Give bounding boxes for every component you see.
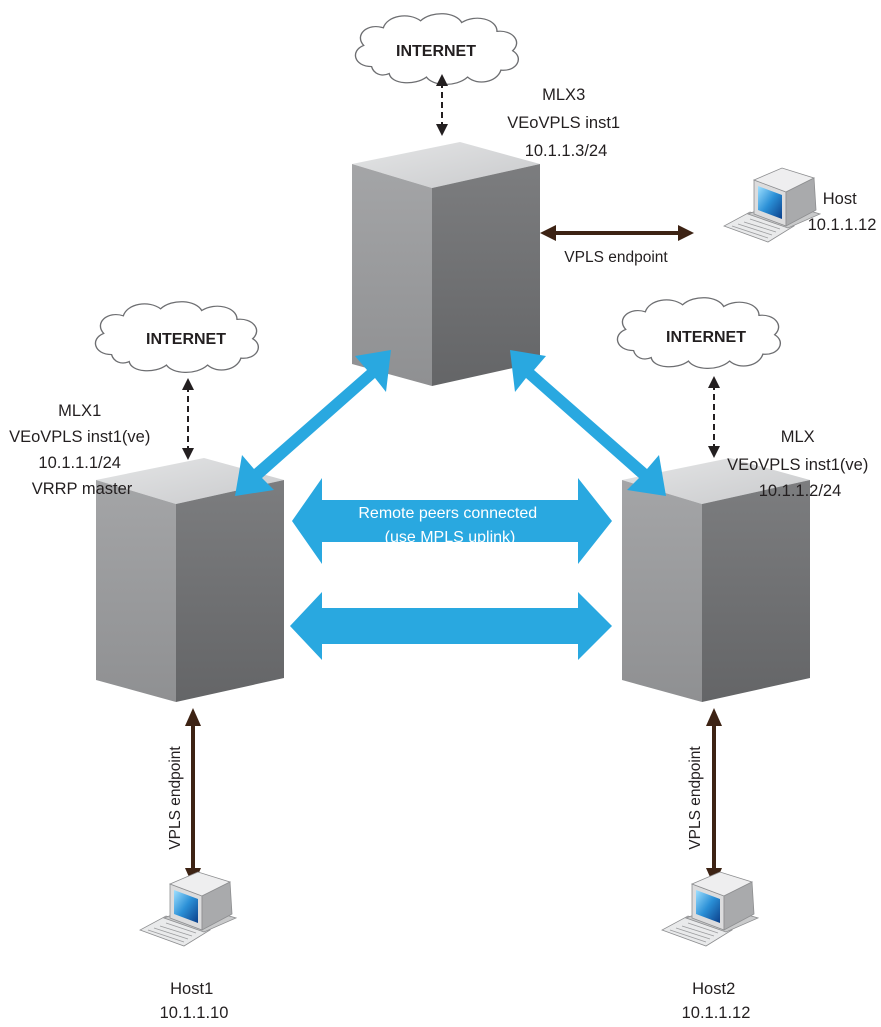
mlx-name: MLX	[781, 428, 815, 446]
mlx-ip: 10.1.1.2/24	[759, 482, 842, 500]
peer-link-label: Remote peers connected (use MPLS uplink)	[358, 505, 541, 546]
mlx-label: MLX VEoVPLS inst1(ve) 10.1.1.2/24	[727, 428, 873, 500]
router-mlx3	[352, 142, 540, 386]
endpoint-label-left: VPLS endpoint	[167, 746, 184, 850]
mlx1-role: VRRP master	[32, 480, 133, 498]
cloud-label-top: INTERNET	[396, 43, 476, 60]
host1-label: Host1 10.1.1.10	[160, 980, 229, 1022]
mlx1-instance: VEoVPLS inst1(ve)	[9, 428, 150, 446]
internet-link-top	[436, 74, 448, 136]
mlx3-label: MLX3 VEoVPLS inst1 10.1.1.3/24	[507, 86, 624, 160]
mlx1-label: MLX1 VEoVPLS inst1(ve) 10.1.1.1/24 VRRP …	[9, 402, 155, 498]
internet-cloud-left: INTERNET	[94, 301, 260, 374]
host-name: Host	[823, 190, 857, 208]
cloud-label-right: INTERNET	[666, 329, 746, 346]
internet-link-left	[182, 378, 194, 460]
endpoint-label-top: VPLS endpoint	[564, 249, 668, 266]
mlx-instance: VEoVPLS inst1(ve)	[727, 456, 868, 474]
internet-cloud-top: INTERNET	[354, 13, 520, 86]
internet-cloud-right: INTERNET	[616, 297, 782, 370]
host-label: Host 10.1.1.12	[808, 190, 877, 234]
mlx1-ip: 10.1.1.1/24	[38, 454, 121, 472]
peer-link-mlx1-mlx-upper: Remote peers connected (use MPLS uplink)	[292, 478, 612, 564]
host-ip: 10.1.1.12	[808, 216, 877, 234]
internet-link-right	[708, 376, 720, 458]
computer-icon-host	[723, 167, 821, 243]
host1-name: Host1	[170, 980, 213, 998]
peer-link-mlx1-mlx-lower	[290, 592, 612, 660]
computer-icon-host2	[661, 871, 759, 947]
endpoint-link-left: VPLS endpoint	[167, 708, 201, 886]
cloud-label-left: INTERNET	[146, 331, 226, 348]
mlx3-instance: VEoVPLS inst1	[507, 114, 620, 132]
host2-name: Host2	[692, 980, 735, 998]
mlx1-name: MLX1	[58, 402, 101, 420]
mlx3-name: MLX3	[542, 86, 585, 104]
peer-link-mlx3-mlx1	[235, 350, 391, 496]
host2-label: Host2 10.1.1.12	[682, 980, 751, 1022]
host2-ip: 10.1.1.12	[682, 1004, 751, 1022]
mlx3-ip: 10.1.1.3/24	[525, 142, 608, 160]
computer-icon-host1	[139, 871, 237, 947]
peer-link-mlx3-mlx	[510, 350, 666, 496]
endpoint-link-top: VPLS endpoint	[540, 225, 694, 266]
endpoint-label-right: VPLS endpoint	[687, 746, 704, 850]
host1-ip: 10.1.1.10	[160, 1004, 229, 1022]
endpoint-link-right: VPLS endpoint	[687, 708, 722, 886]
